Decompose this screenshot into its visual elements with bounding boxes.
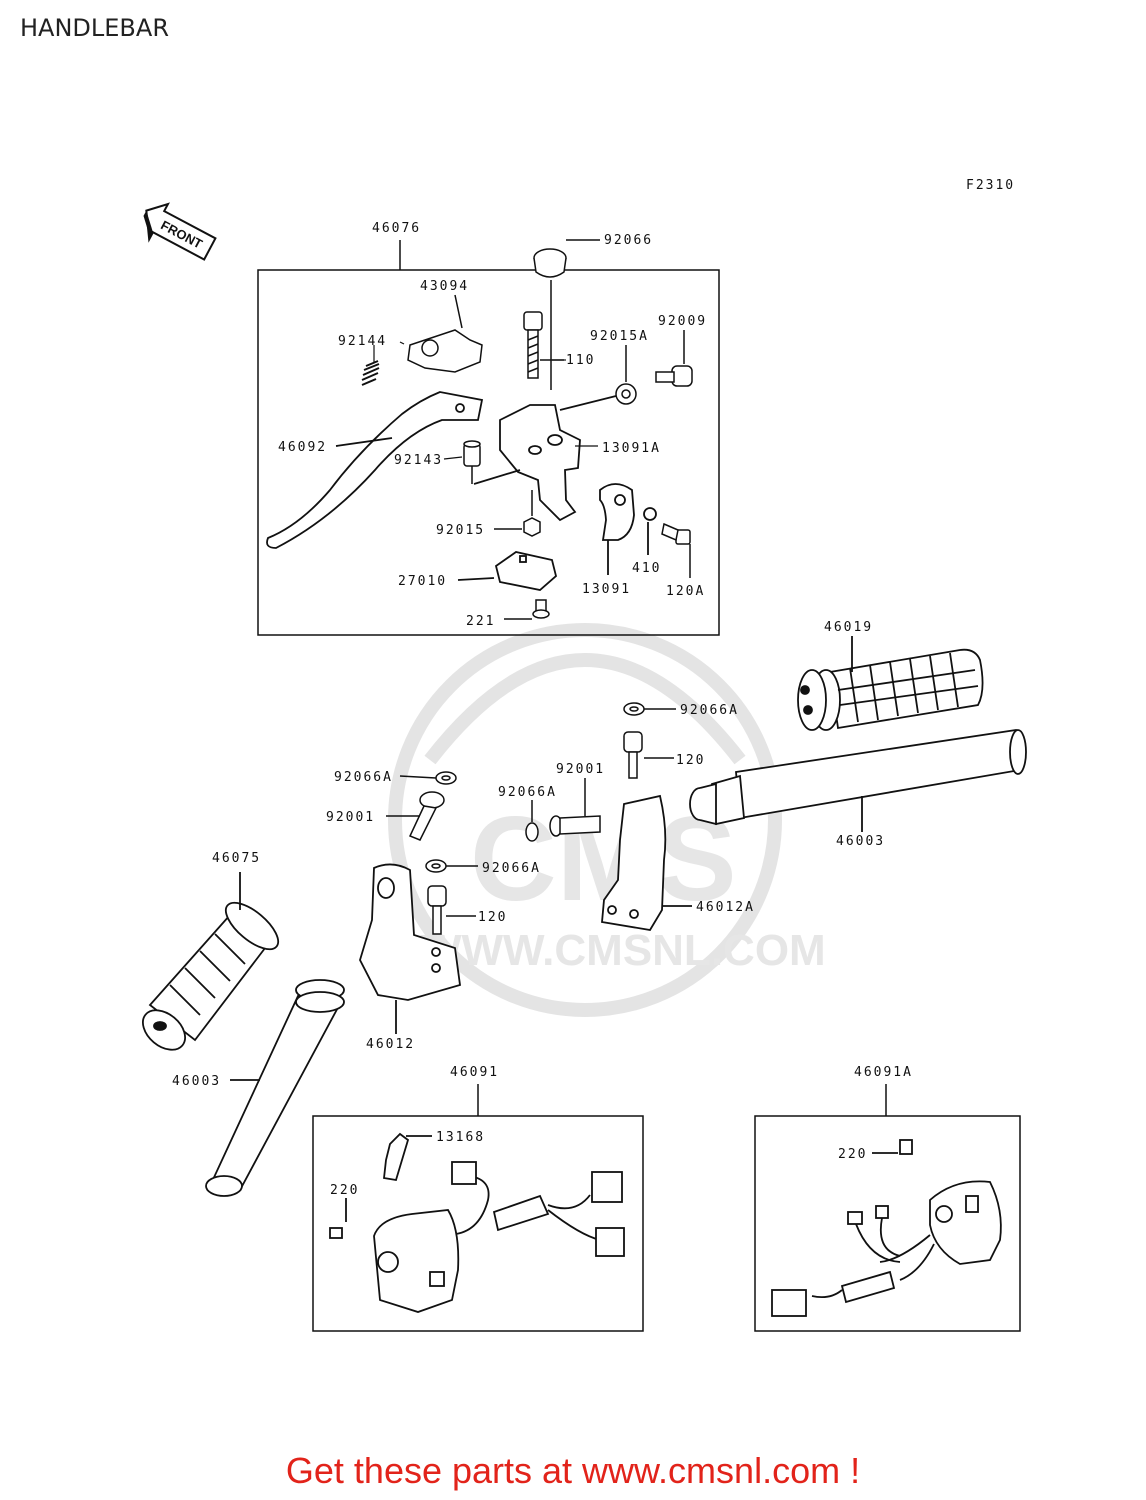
collar-92143 (463, 440, 481, 484)
label-92009: 92009 (658, 314, 707, 329)
spring-92144 (361, 345, 380, 386)
switch-46091A (771, 1139, 1002, 1317)
bolt-120-right (623, 731, 674, 779)
screw-221 (504, 599, 550, 620)
label-46091: 46091 (450, 1065, 499, 1080)
washer-92066A-left (399, 771, 457, 785)
label-46092: 46092 (278, 440, 327, 455)
label-46019: 46019 (824, 620, 873, 635)
label-410: 410 (632, 561, 661, 576)
grip-46019 (797, 636, 984, 731)
grip-46075 (142, 872, 280, 1051)
bolt-120-left (427, 885, 476, 935)
label-92001-right: 92001 (556, 762, 605, 777)
label-13168: 13168 (436, 1130, 485, 1145)
holder-46012 (359, 863, 461, 1034)
label-92001-left: 92001 (326, 810, 375, 825)
label-92066A-top: 92066A (680, 703, 739, 718)
screw-92009 (655, 330, 693, 387)
label-220-right: 220 (838, 1147, 867, 1162)
washer-92066A-mid (525, 800, 539, 842)
nut-92015 (494, 490, 541, 537)
nut-92015A (615, 345, 637, 405)
label-92066A-low: 92066A (482, 861, 541, 876)
lever-46092 (266, 391, 484, 549)
switch-box-right (754, 1115, 1021, 1332)
label-92015A: 92015A (590, 329, 649, 344)
label-120-left: 120 (478, 910, 507, 925)
holder-46012A (601, 794, 692, 931)
pipe-46003-right (689, 729, 1027, 832)
switch-46091 (329, 1132, 625, 1313)
figure-code: F2310 (966, 178, 1016, 193)
clamp-13091 (599, 483, 657, 575)
parts-diagram: CMS WWW.CMSNL.COM FRONT (142, 202, 1027, 1332)
label-92066A-left: 92066A (334, 770, 393, 785)
watermark-logo (388, 623, 782, 1017)
label-46003-left: 46003 (172, 1074, 221, 1089)
label-46075: 46075 (212, 851, 261, 866)
label-27010: 27010 (398, 574, 447, 589)
page-title: HANDLEBAR (20, 14, 169, 42)
label-120-right: 120 (676, 753, 705, 768)
lever-assembly-box (257, 269, 720, 636)
holder-13091A (473, 394, 621, 522)
footer-cta[interactable]: Get these parts at www.cmsnl.com ! (285, 1450, 861, 1491)
label-46003-right: 46003 (836, 834, 885, 849)
front-arrow-icon: FRONT (143, 202, 217, 261)
label-120A: 120A (666, 584, 705, 599)
bracket-43094 (407, 294, 483, 373)
bolt-92001-left (386, 791, 445, 841)
label-220-left: 220 (330, 1183, 359, 1198)
bolt-110 (523, 311, 564, 379)
label-92015: 92015 (436, 523, 485, 538)
bolt-92001-right (549, 778, 601, 837)
label-43094: 43094 (420, 279, 469, 294)
label-92066A-mid: 92066A (498, 785, 557, 800)
switch-27010 (457, 551, 558, 591)
bolt-120A (661, 522, 691, 578)
washer-92066A-top (623, 702, 676, 716)
label-46012A: 46012A (696, 900, 755, 915)
label-92144: 92144 (338, 334, 387, 349)
pipe-46003-left (205, 979, 345, 1197)
label-92066: 92066 (604, 233, 653, 248)
watermark-url: WWW.CMSNL.COM (420, 926, 826, 975)
label-92143: 92143 (394, 453, 443, 468)
label-46076: 46076 (372, 221, 421, 236)
label-46091A: 46091A (854, 1065, 913, 1080)
label-110: 110 (566, 353, 595, 368)
washer-92066A-low (425, 859, 478, 873)
cap-part (533, 239, 600, 390)
switch-box-left (312, 1115, 644, 1332)
label-13091: 13091 (582, 582, 631, 597)
label-13091A: 13091A (602, 441, 661, 456)
label-221: 221 (466, 614, 495, 629)
label-46012: 46012 (366, 1037, 415, 1052)
